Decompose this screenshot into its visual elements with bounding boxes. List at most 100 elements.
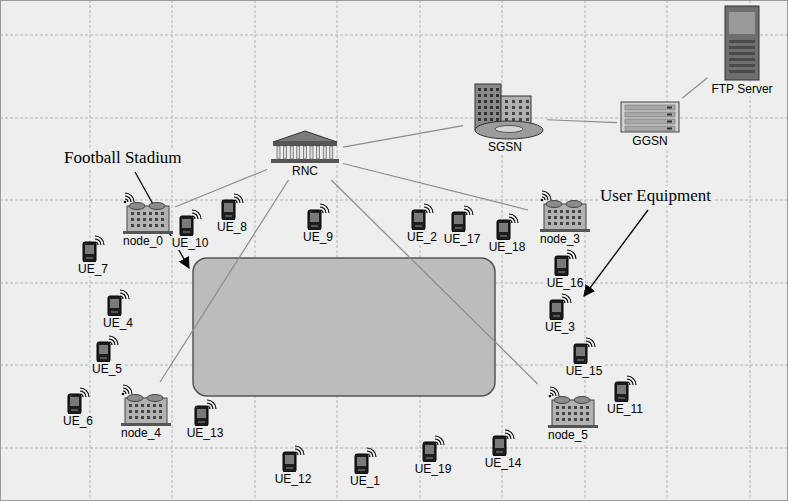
network-node: node_4 xyxy=(111,384,171,440)
rack-unit xyxy=(625,126,675,131)
handheld-body xyxy=(180,216,193,236)
network-node: UE_10 xyxy=(170,210,211,250)
network-node: node_0 xyxy=(113,192,173,248)
handheld-keys xyxy=(455,227,462,229)
building-block xyxy=(125,398,167,425)
antenna-dot xyxy=(541,199,544,202)
handheld-icon xyxy=(66,388,90,414)
network-node: UE_6 xyxy=(61,388,95,428)
server-slot xyxy=(729,70,755,73)
node-label: FTP Server xyxy=(709,82,774,96)
window xyxy=(137,224,140,227)
antenna-dot xyxy=(549,395,552,398)
window xyxy=(586,406,589,409)
window xyxy=(554,216,557,219)
window xyxy=(505,112,508,115)
window xyxy=(153,404,156,407)
grid-line xyxy=(255,0,256,501)
window xyxy=(578,210,581,213)
window xyxy=(548,216,551,219)
callout-label: Football Stadium xyxy=(62,148,184,168)
window xyxy=(135,404,138,407)
building-dome xyxy=(147,395,163,402)
handheld-screen xyxy=(285,455,294,464)
column xyxy=(297,146,300,159)
building-dome xyxy=(554,397,570,404)
network-node: UE_5 xyxy=(90,336,124,376)
window xyxy=(568,406,571,409)
window xyxy=(496,112,499,115)
window xyxy=(161,218,164,221)
handheld-body xyxy=(452,212,465,232)
window xyxy=(566,210,569,213)
handheld-body xyxy=(555,256,568,276)
network-node: RNC xyxy=(269,130,341,178)
column xyxy=(277,146,280,159)
network-node: GGSN xyxy=(619,100,681,148)
handheld-keys xyxy=(496,451,503,453)
node-label: SGSN xyxy=(486,140,524,154)
server-panel xyxy=(729,12,755,34)
rack-unit xyxy=(625,119,675,124)
node-label: UE_7 xyxy=(76,262,110,276)
handheld-body xyxy=(423,442,436,462)
window xyxy=(566,222,569,225)
rack xyxy=(621,102,679,132)
handheld-keys xyxy=(358,469,365,471)
node-label: UE_17 xyxy=(442,232,483,246)
window xyxy=(131,212,134,215)
window xyxy=(572,216,575,219)
window xyxy=(505,106,508,109)
handheld-icon xyxy=(553,250,577,276)
node-label: GGSN xyxy=(630,134,669,148)
node-label: UE_3 xyxy=(543,320,577,334)
window xyxy=(490,88,493,91)
handheld-body xyxy=(412,210,425,230)
window xyxy=(143,218,146,221)
window xyxy=(496,100,499,103)
handheld-body xyxy=(308,210,321,230)
window xyxy=(147,410,150,413)
window xyxy=(556,412,559,415)
building-dome xyxy=(127,395,143,402)
node-label: UE_13 xyxy=(185,426,226,440)
window xyxy=(478,106,481,109)
handheld-keys xyxy=(311,225,318,227)
window xyxy=(512,112,515,115)
column xyxy=(303,146,306,159)
handheld-screen xyxy=(182,219,191,228)
handheld-body xyxy=(493,436,506,456)
window xyxy=(159,404,162,407)
window xyxy=(141,416,144,419)
handheld-icon xyxy=(281,446,305,472)
sgsn-icon xyxy=(465,82,545,140)
handheld-body xyxy=(615,382,628,402)
handheld-icon xyxy=(495,214,519,240)
node-label: UE_15 xyxy=(564,364,605,378)
ggsn-icon xyxy=(619,100,681,134)
node-label: node_3 xyxy=(538,232,582,246)
window xyxy=(496,88,499,91)
antenna-dot xyxy=(122,393,125,396)
window xyxy=(129,404,132,407)
rack-led xyxy=(667,121,672,123)
node-label: UE_9 xyxy=(301,230,335,244)
window xyxy=(490,106,493,109)
grid-line xyxy=(0,448,788,449)
window xyxy=(580,412,583,415)
network-node: UE_1 xyxy=(348,448,382,488)
column xyxy=(284,146,287,159)
antenna-wave xyxy=(125,196,131,202)
antenna-wave xyxy=(123,388,129,394)
window xyxy=(560,216,563,219)
window xyxy=(484,94,487,97)
window xyxy=(161,212,164,215)
node-label: UE_19 xyxy=(413,462,454,476)
server-slot xyxy=(729,58,755,61)
window xyxy=(526,118,529,121)
handheld-body xyxy=(68,394,81,414)
handheld-body xyxy=(222,200,235,220)
